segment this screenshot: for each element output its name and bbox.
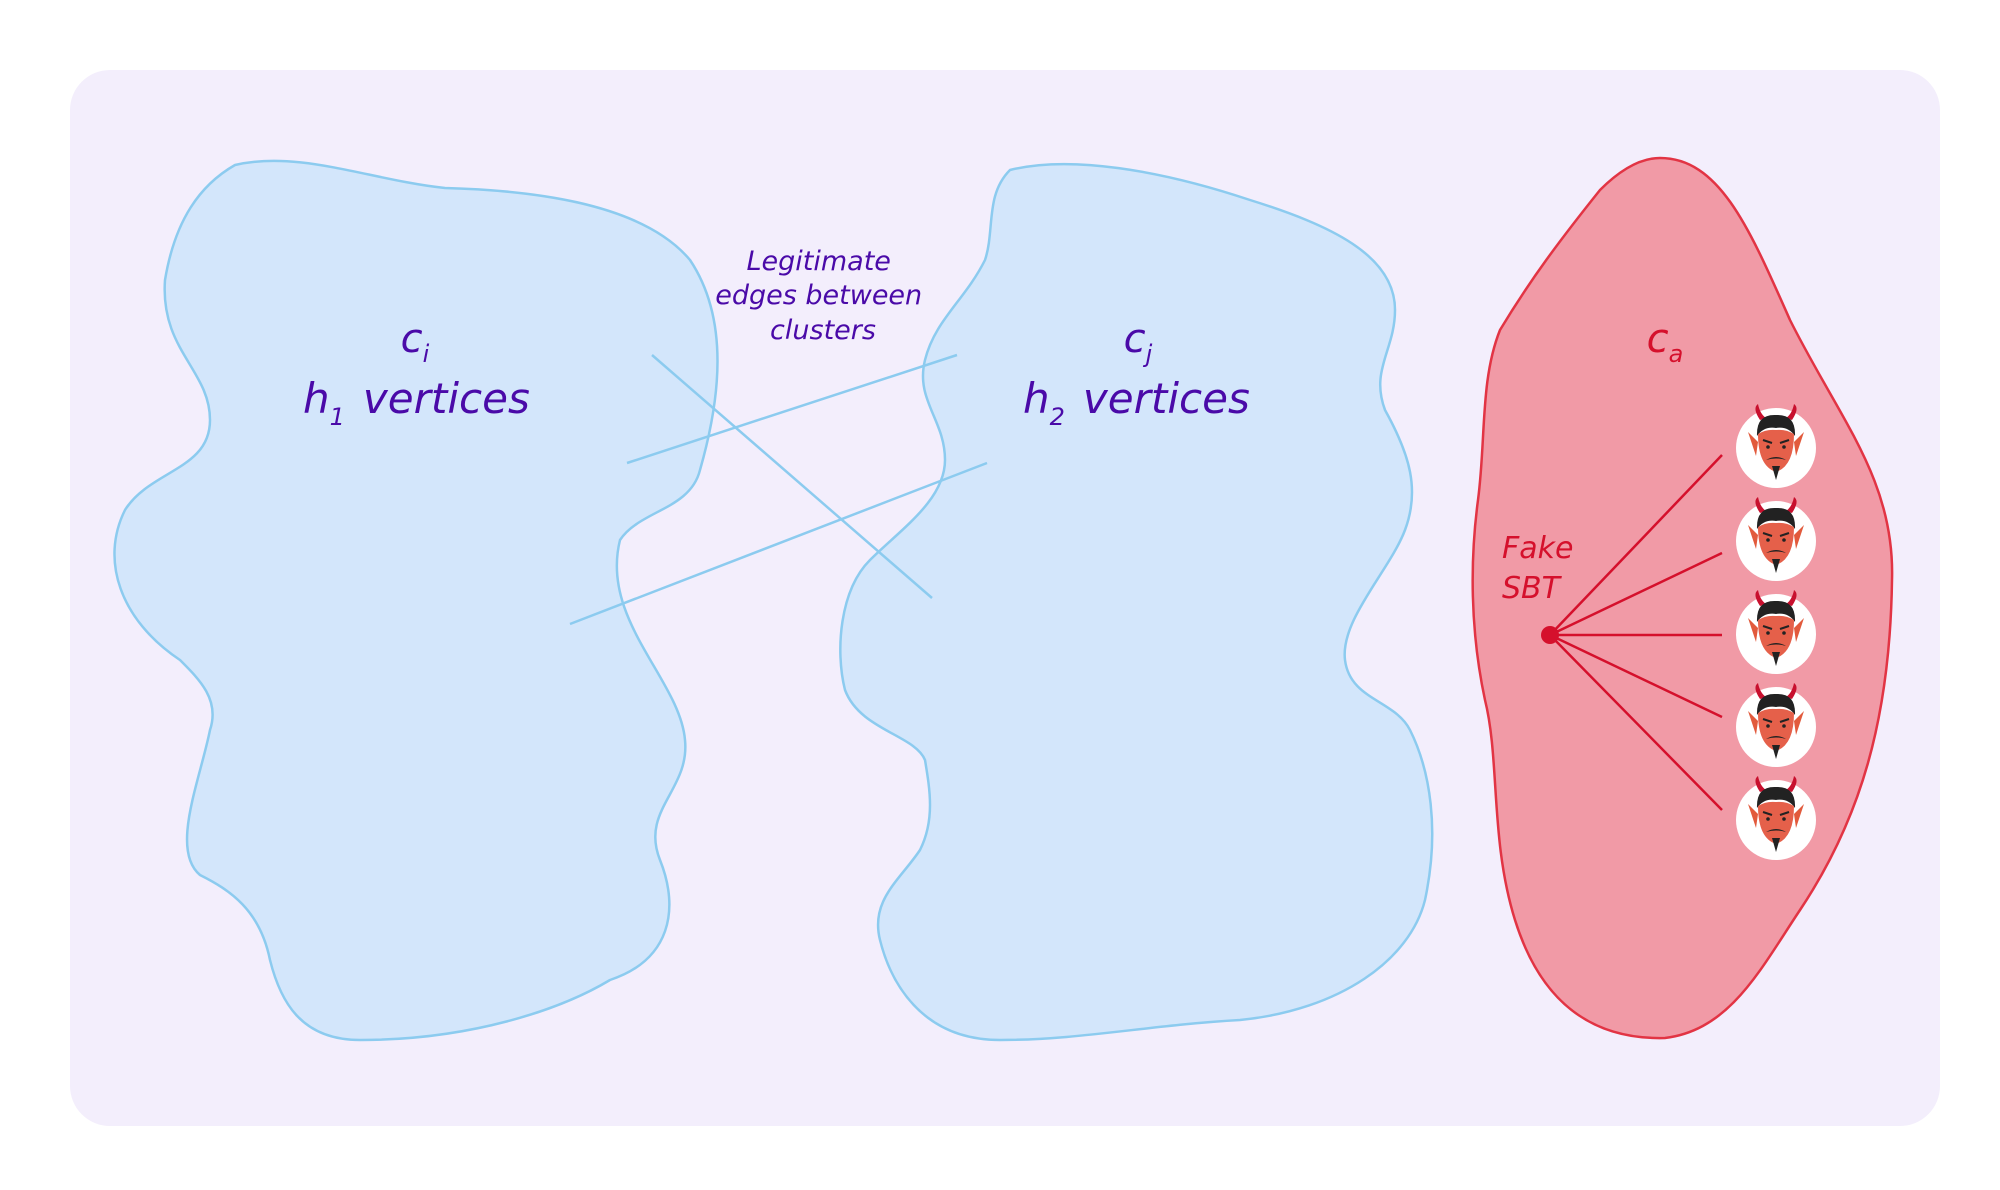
edge-line — [626, 353, 958, 465]
cluster-ca-name: ca — [1647, 316, 1684, 368]
cluster-ci-name: ci — [401, 316, 430, 368]
fake-sbt-node — [1541, 626, 1559, 644]
cluster-ci-shape — [113, 159, 719, 1042]
fake-edge-line — [1549, 634, 1723, 811]
edge-line — [651, 354, 933, 599]
edge-line — [569, 461, 988, 626]
fake-edge-line — [1549, 454, 1723, 636]
cluster-cj-name: cj — [1124, 316, 1153, 368]
cluster-cj-shape — [839, 162, 1434, 1042]
fake-sbt-label: Fake SBT — [1502, 531, 1583, 606]
fake-sbt-edges — [1549, 454, 1723, 811]
fake-edge-line — [1549, 633, 1723, 719]
edges-label: Legitimate edges between clusters — [715, 246, 931, 346]
legitimate-edges — [569, 353, 988, 626]
fake-edge-line — [1549, 551, 1723, 637]
